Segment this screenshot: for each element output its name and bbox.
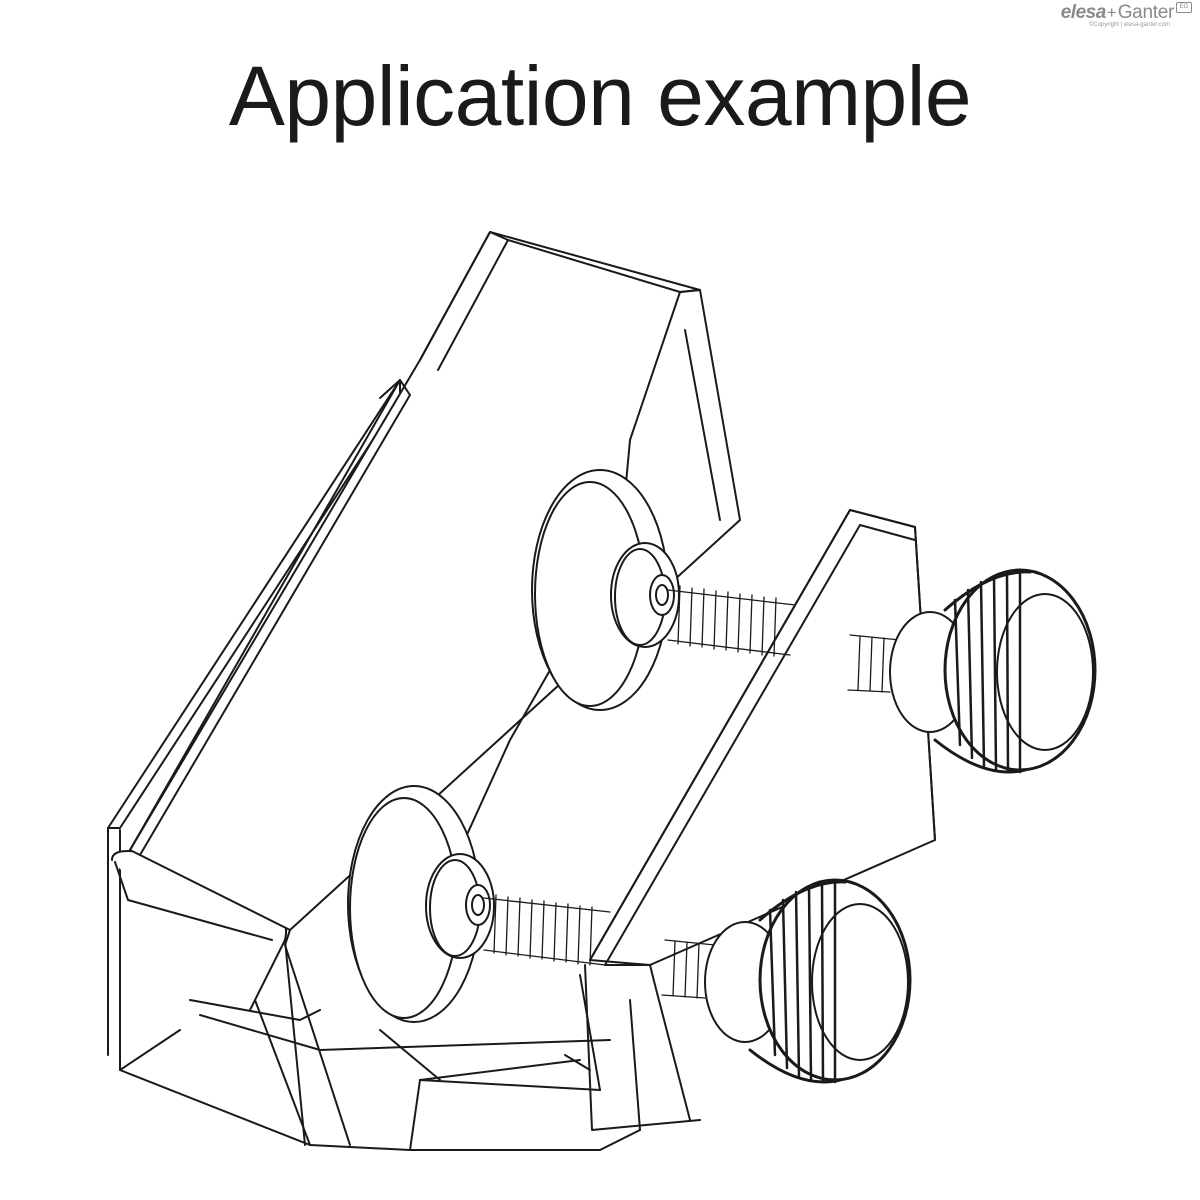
front-bar	[419, 509, 936, 1131]
logo-elesa-text: elesa	[1060, 2, 1107, 23]
logo-plus-text: +	[1106, 3, 1117, 22]
upper-threaded-rod	[667, 585, 901, 693]
elesa-ganter-logo: elesa + Ganter EG ©Copyright | elesa-gan…	[1032, 2, 1192, 42]
logo-ganter-text: Ganter	[1117, 2, 1175, 23]
upper-clamp-pad	[531, 469, 680, 711]
logo-badge: EG	[1176, 2, 1192, 13]
lower-knurled-knob	[704, 878, 912, 1084]
lower-threaded-rod	[483, 894, 716, 999]
upper-knurled-knob	[889, 568, 1097, 774]
lower-clamp-pad	[347, 785, 495, 1023]
logo-copyright: ©Copyright | elesa-ganter.com	[1088, 22, 1170, 28]
page-title: Application example	[228, 49, 972, 143]
